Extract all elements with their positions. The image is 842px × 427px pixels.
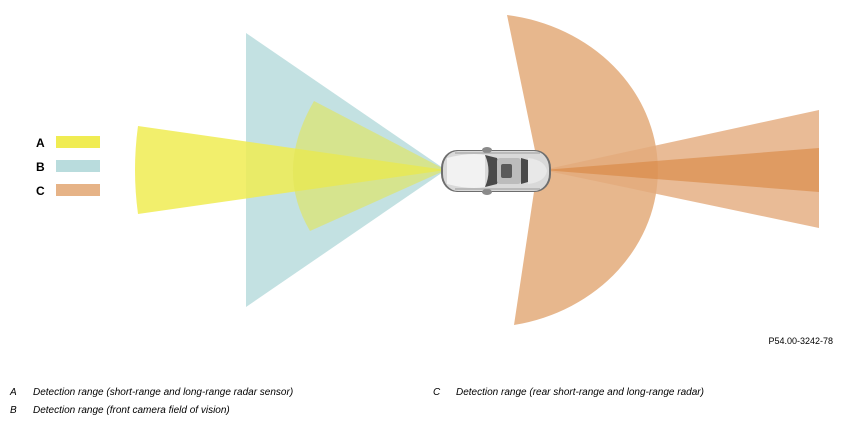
reference-code: P54.00-3242-78 (768, 336, 833, 346)
caption-key-c: C (433, 387, 441, 398)
front-short-range-radar-a (292, 101, 446, 231)
rear-long-range-radar-narrow-c (543, 148, 819, 192)
legend-swatch-b (56, 160, 100, 172)
legend-swatch-a (56, 136, 100, 148)
caption-text-c: Detection range (rear short-range and lo… (456, 387, 704, 398)
front-long-range-radar-a (135, 126, 446, 214)
caption-key-a: A (10, 387, 17, 398)
car-top-view (441, 147, 551, 195)
caption-text-a: Detection range (short-range and long-ra… (33, 387, 294, 398)
legend-key-a: A (36, 136, 45, 150)
caption-text-b: Detection range (front camera field of v… (33, 405, 230, 416)
legend-swatch-c (56, 184, 100, 196)
legend-key-c: C (36, 184, 45, 198)
caption-key-b: B (10, 405, 17, 416)
legend-key-b: B (36, 160, 45, 174)
